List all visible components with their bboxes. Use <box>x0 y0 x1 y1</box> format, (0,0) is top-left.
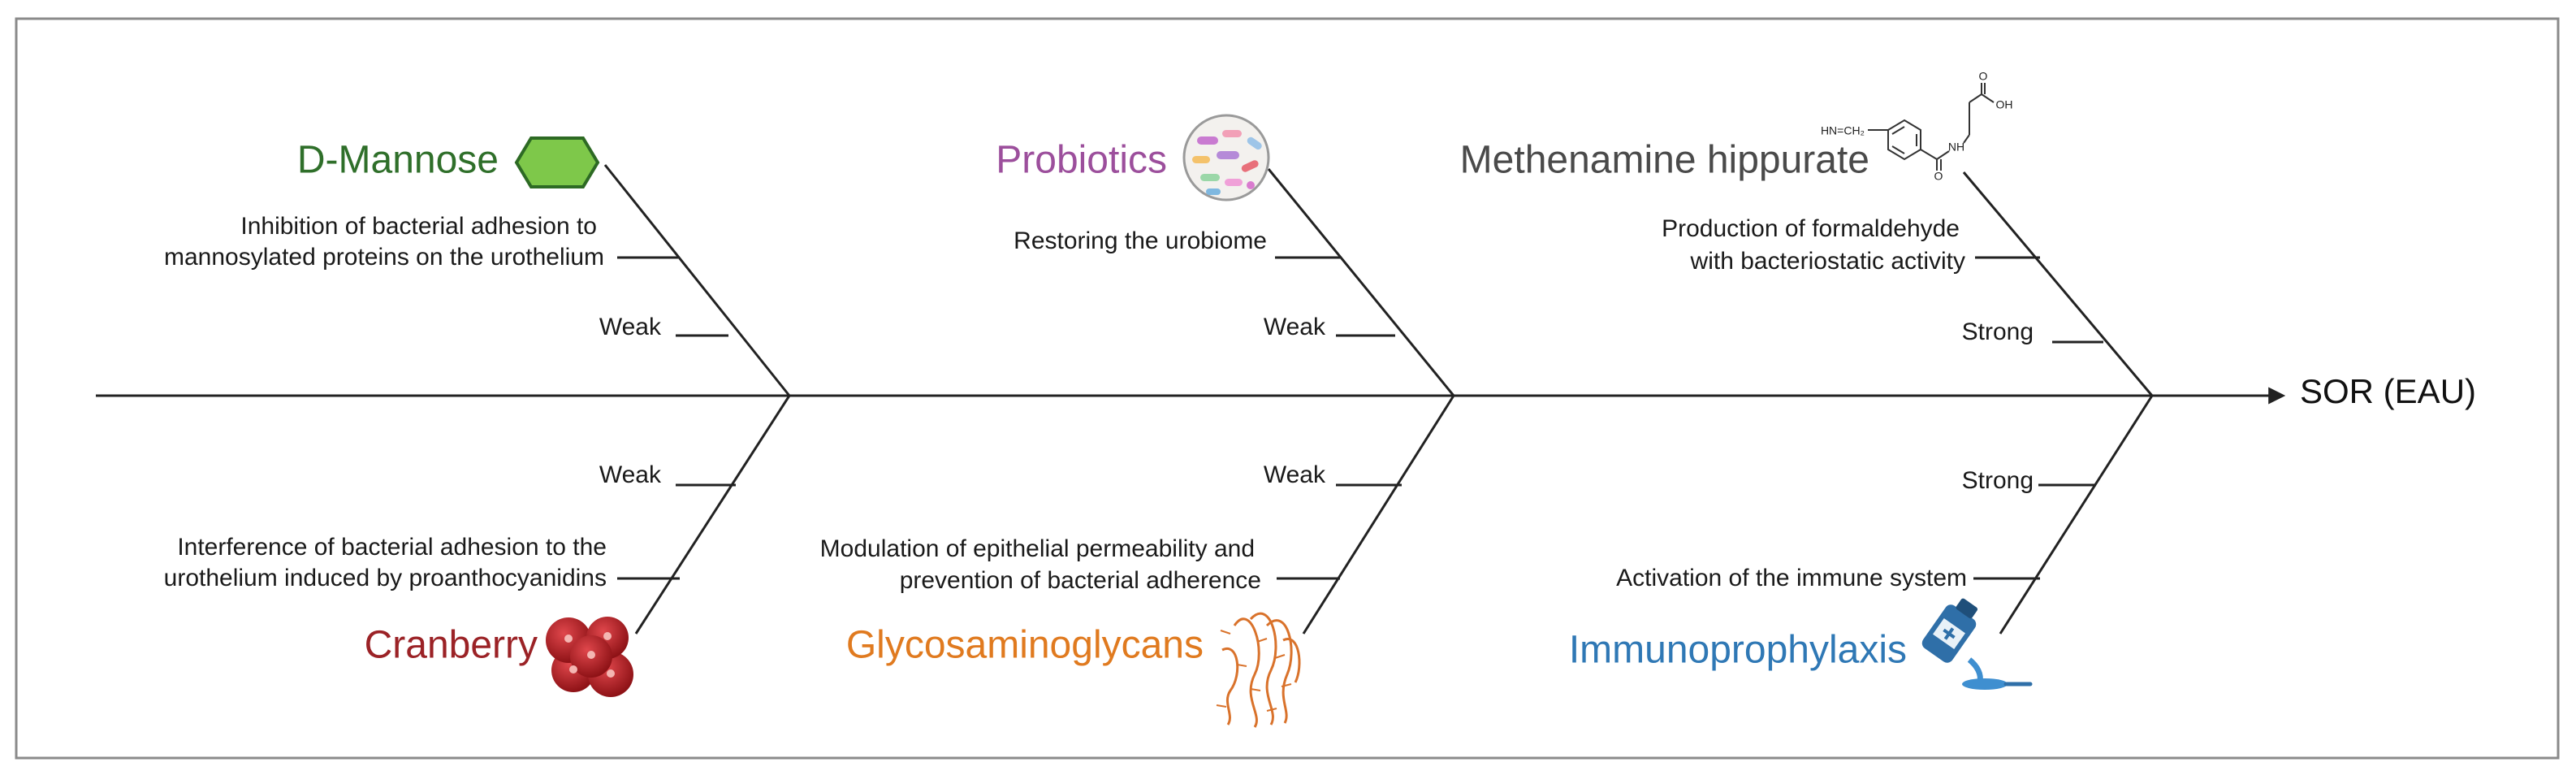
branch-title: D-Mannose <box>297 139 499 182</box>
strength-label: Weak <box>599 314 662 340</box>
strength-label: Weak <box>599 461 662 488</box>
bacteria-icon <box>1182 114 1270 201</box>
branch-title: Cranberry <box>365 624 538 667</box>
gag-structure-icon <box>1216 612 1301 728</box>
axis-label: SOR (EAU) <box>2300 372 2476 410</box>
branch-line <box>603 164 791 396</box>
mechanism-line-1: Modulation of epithelial permeability an… <box>820 535 1255 562</box>
branch-glycosaminoglycans: Weak Modulation of epithelial permeabili… <box>820 395 1455 728</box>
mechanism-line-1: Inhibition of bacterial adhesion to <box>240 213 597 240</box>
frame-border <box>15 17 2560 760</box>
hexagon-icon <box>514 136 600 188</box>
mechanism-line-1: Production of formaldehyde <box>1662 215 1960 242</box>
branch-probiotics: Probiotics Restoring the urobiome Weak <box>996 114 1455 396</box>
mechanism-line-1: Interference of bacterial adhesion to th… <box>177 534 607 561</box>
branch-methenamine: Methenamine hippurate HN=CH₂ NH OH O O P… <box>1460 70 2154 396</box>
strength-label: Weak <box>1264 314 1326 340</box>
branch-title: Glycosaminoglycans <box>846 624 1204 667</box>
branch-line <box>1999 395 2154 635</box>
molecule-structure-icon <box>1868 83 1995 171</box>
branch-title: Immunoprophylaxis <box>1569 629 1907 672</box>
mechanism-line-2: prevention of bacterial adherence <box>900 567 1261 594</box>
branch-title: Methenamine hippurate <box>1460 139 1869 182</box>
molecule-label-o-top: O <box>1979 70 1988 83</box>
molecule-label-left: HN=CH₂ <box>1821 124 1865 137</box>
mechanism-line-2: urothelium induced by proanthocyanidins <box>164 565 607 591</box>
branch-cranberry: Weak Interference of bacterial adhesion … <box>164 395 791 697</box>
strength-label: Weak <box>1264 461 1326 488</box>
mechanism-line-2: with bacteriostatic activity <box>1690 248 1965 275</box>
branch-line <box>1302 395 1455 635</box>
mechanism-line-1: Activation of the immune system <box>1616 565 1967 591</box>
mechanism-line-1: Restoring the urobiome <box>1014 227 1267 254</box>
molecule-label-nh: NH <box>1948 141 1964 154</box>
medicine-bottle-icon <box>1921 598 2033 690</box>
branch-line <box>1962 171 2154 396</box>
cranberry-icon <box>546 617 633 697</box>
molecule-label-oh: OH <box>1996 98 2013 111</box>
branch-line <box>1267 168 1455 396</box>
branch-immunoprophylaxis: Strong Activation of the immune system I… <box>1569 395 2154 690</box>
branch-title: Probiotics <box>996 139 1167 182</box>
strength-label: Strong <box>1962 318 2034 345</box>
branch-line <box>634 395 791 635</box>
mechanism-line-2: mannosylated proteins on the urothelium <box>164 244 604 271</box>
branch-d-mannose: D-Mannose Inhibition of bacterial adhesi… <box>164 136 791 396</box>
molecule-label-o-bottom: O <box>1934 170 1943 183</box>
strength-label: Strong <box>1962 467 2034 494</box>
